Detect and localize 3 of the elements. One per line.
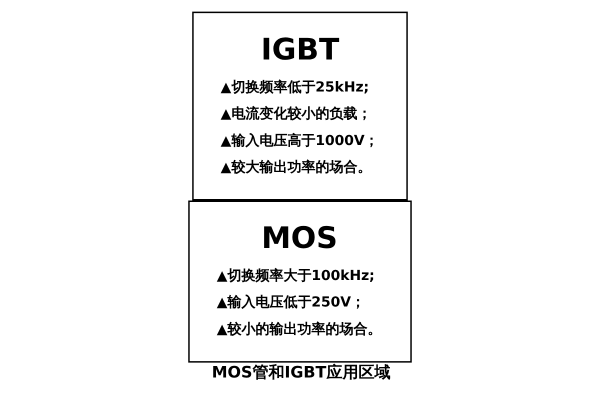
caption: MOS管和IGBT应用区域: [212, 362, 390, 382]
node-box: MOS ▲切换频率大于100kHz; ▲输入电压低于250V； ▲较小的输出功率的场合。: [188, 200, 412, 363]
node-box: IGBT ▲切换频率低于25kHz; ▲电流变化较小的负载； ▲输入电压高于1000V； ▲较大输出功率的场合。: [192, 12, 408, 200]
